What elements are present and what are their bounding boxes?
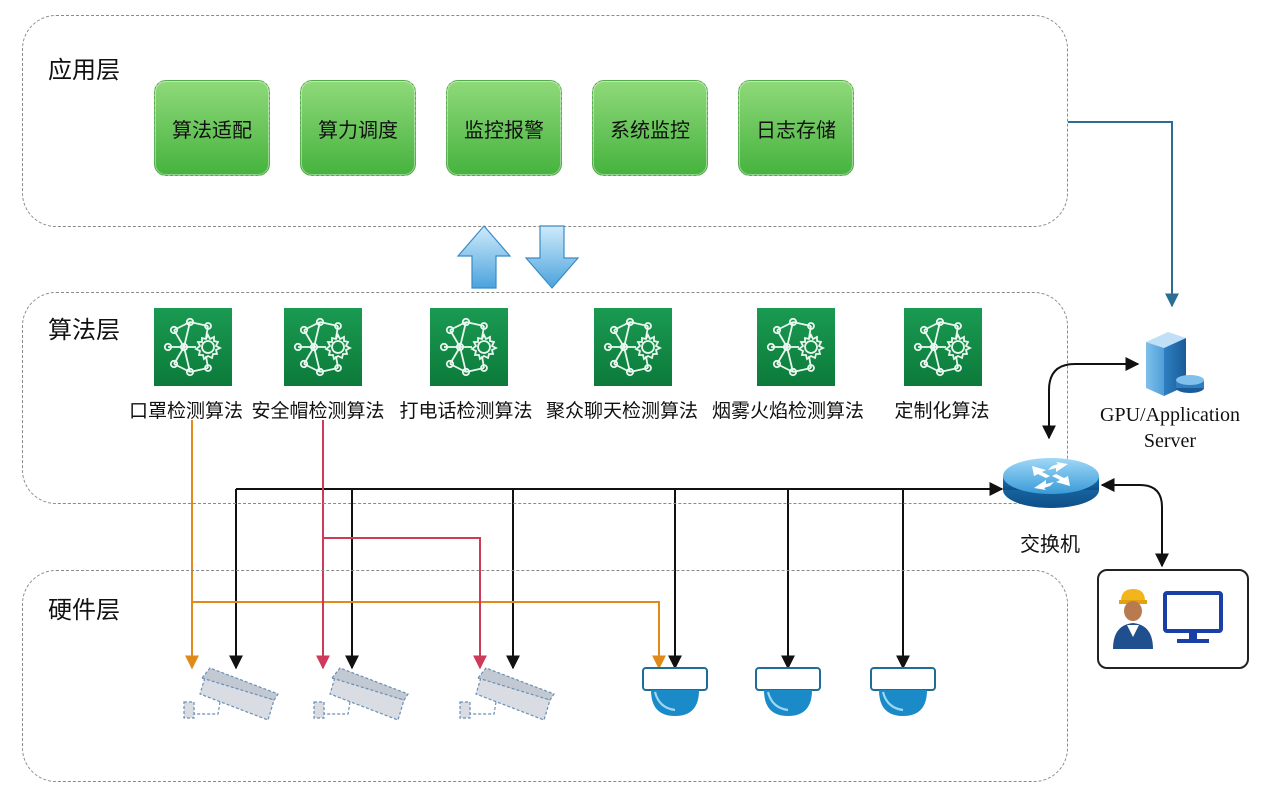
algorithm-layer xyxy=(22,292,1068,504)
network-bus xyxy=(229,357,1169,670)
mask-detection-icon xyxy=(154,308,232,386)
dome-camera-icon xyxy=(869,666,937,718)
app-to-server-line xyxy=(1068,121,1179,308)
dome-camera-icon xyxy=(641,666,709,718)
algorithm-layer-title: 算法层 xyxy=(48,316,120,344)
module-log-storage: 日志存储 xyxy=(738,80,854,176)
module-algorithm-adaptation: 算法适配 xyxy=(154,80,270,176)
operator-person-icon xyxy=(1113,589,1153,649)
monitor-icon xyxy=(1163,591,1223,643)
server-label-line1: GPU/Application xyxy=(1100,404,1240,426)
smoke-fire-detection-icon xyxy=(757,308,835,386)
module-compute-scheduling: 算力调度 xyxy=(300,80,416,176)
hardware-layer xyxy=(22,570,1068,782)
module-system-monitoring: 系统监控 xyxy=(592,80,708,176)
phone-call-detection-icon xyxy=(430,308,508,386)
algo-label-smoke-fire: 烟雾火焰检测算法 xyxy=(711,400,865,422)
custom-algorithm-icon xyxy=(904,308,982,386)
algo-label-helmet: 安全帽检测算法 xyxy=(251,400,385,422)
bullet-camera-icon xyxy=(183,667,279,721)
down-arrow-icon xyxy=(524,225,580,289)
up-arrow-icon xyxy=(456,225,512,289)
switch-label: 交换机 xyxy=(1020,532,1080,556)
mask-detection-lines xyxy=(185,420,666,670)
helmet-detection-lines xyxy=(316,420,487,670)
server-icon xyxy=(1146,332,1204,396)
crowd-chat-detection-icon xyxy=(594,308,672,386)
algo-label-mask: 口罩检测算法 xyxy=(128,400,244,422)
module-monitoring-alarm: 监控报警 xyxy=(446,80,562,176)
dome-camera-icon xyxy=(754,666,822,718)
hardware-layer-title: 硬件层 xyxy=(48,596,120,624)
algo-label-phone-call: 打电话检测算法 xyxy=(399,400,533,422)
server-label-line2: Server xyxy=(1143,430,1197,452)
bullet-camera-icon xyxy=(459,667,555,721)
data-flow-arrows xyxy=(456,225,580,289)
algo-label-crowd-chat: 聚众聊天检测算法 xyxy=(545,400,699,422)
bullet-camera-icon xyxy=(313,667,409,721)
operator-workstation xyxy=(1097,569,1249,669)
algo-label-custom: 定制化算法 xyxy=(894,400,990,422)
helmet-detection-icon xyxy=(284,308,362,386)
network-switch-icon xyxy=(1003,458,1099,508)
application-layer-title: 应用层 xyxy=(48,56,120,84)
